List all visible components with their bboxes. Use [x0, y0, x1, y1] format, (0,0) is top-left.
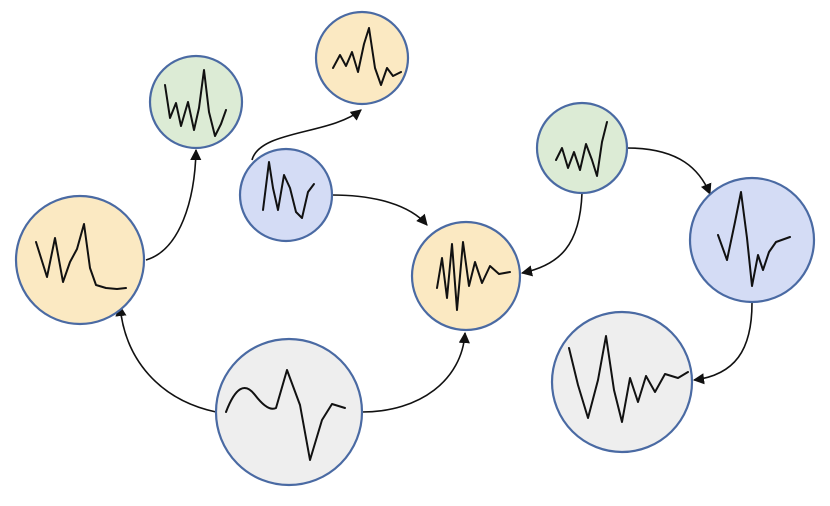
node-circle — [535, 101, 629, 195]
waveform-icon — [225, 369, 346, 461]
edge-n7-n8 — [626, 147, 712, 196]
edge-n7-n5 — [520, 192, 583, 277]
waveform-icon — [568, 335, 689, 423]
node-n3 — [314, 10, 410, 106]
node-n5 — [410, 220, 522, 332]
node-circle — [148, 54, 244, 150]
edge-n1-n2 — [145, 148, 202, 261]
node-circle — [410, 220, 522, 332]
node-n7 — [535, 101, 629, 195]
node-circle — [550, 310, 694, 454]
node-circle — [14, 194, 146, 326]
edge-n6-n1 — [115, 304, 217, 413]
node-n6 — [214, 337, 364, 487]
waveform-icon — [164, 69, 227, 137]
node-circle — [238, 147, 334, 243]
waveform-icon — [35, 223, 127, 290]
node-n8 — [688, 176, 816, 304]
node-n4 — [238, 147, 334, 243]
waveform-icon — [262, 161, 315, 219]
edge-n8-n9 — [692, 302, 753, 385]
edge-n4-n3 — [251, 109, 362, 161]
edges — [115, 109, 753, 413]
edge-n4-n5 — [331, 194, 428, 226]
edge-n6-n5 — [361, 331, 470, 413]
nodes — [14, 10, 816, 487]
node-circle — [214, 337, 364, 487]
waveform-icon — [332, 27, 402, 86]
node-n9 — [550, 310, 694, 454]
node-n1 — [14, 194, 146, 326]
node-n2 — [148, 54, 244, 150]
waveform-icon — [717, 191, 791, 287]
waveform-icon — [555, 121, 608, 177]
waveform-icon — [436, 241, 511, 311]
node-circle — [688, 176, 816, 304]
